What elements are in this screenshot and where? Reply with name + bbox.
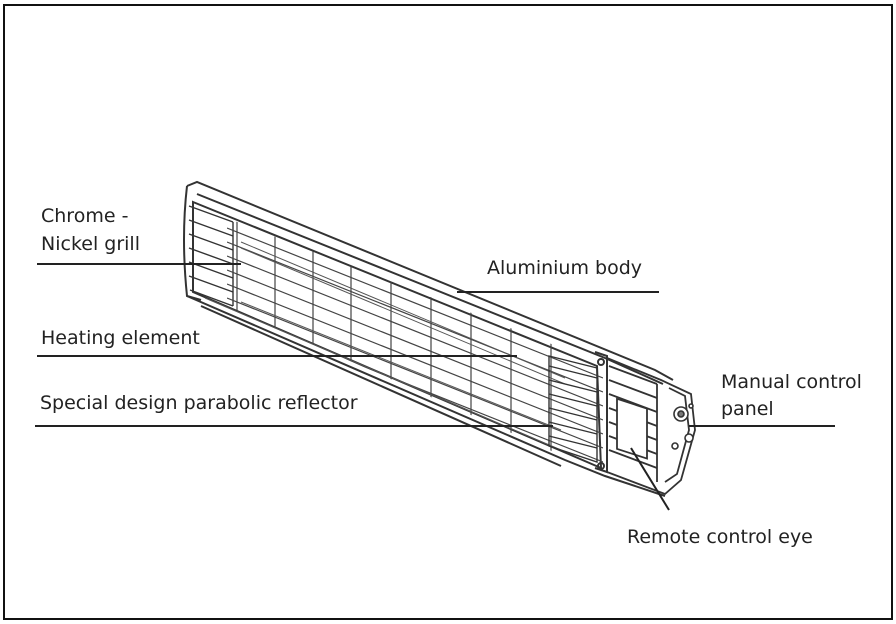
- heater-drawing: [35, 180, 835, 511]
- control-end-unit: [606, 356, 696, 496]
- label-chrome-grill-line2: Nickel grill: [41, 233, 140, 255]
- label-chrome-grill-line1: Chrome -: [41, 205, 129, 227]
- leader-remote-eye: [630, 447, 670, 511]
- label-aluminium-body: Aluminium body: [487, 257, 643, 279]
- heater-body: [183, 180, 674, 497]
- leader-lines: [35, 263, 835, 511]
- manual-control-buttons: [671, 403, 694, 450]
- label-reflector: Special design parabolic reflector: [40, 392, 358, 414]
- label-remote-control-eye: Remote control eye: [627, 526, 813, 548]
- right-grill-louvers: [548, 355, 598, 463]
- label-manual-control-line2: panel: [721, 398, 774, 420]
- label-manual-control-line1: Manual control: [721, 371, 862, 393]
- left-end-louvers: [188, 205, 234, 307]
- label-heating-element: Heating element: [41, 327, 200, 349]
- remote-control-eye-window: [616, 397, 648, 460]
- chrome-grill: [227, 218, 603, 463]
- diagram-frame: Chrome - Nickel grill Aluminium body Hea…: [3, 4, 893, 620]
